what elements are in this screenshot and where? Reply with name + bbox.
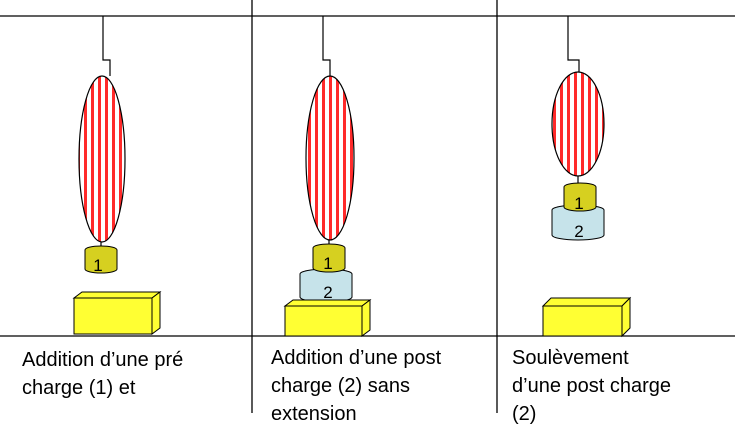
weight-1: 1 bbox=[563, 182, 597, 213]
weight-1: 1 bbox=[84, 245, 118, 275]
muscle-fiber bbox=[305, 75, 355, 241]
suspension-string bbox=[322, 16, 331, 76]
caption-line: charge (1) et bbox=[22, 377, 136, 399]
panel-3: 2 1 bbox=[541, 16, 632, 338]
caption-panel-1: Addition d’une pré charge (1) et bbox=[22, 346, 183, 402]
support-block bbox=[283, 299, 372, 337]
support-block bbox=[541, 296, 632, 338]
caption-panel-2: Addition d’une post charge (2) sans exte… bbox=[271, 344, 441, 428]
muscle-loading-diagram: 1 2 1 bbox=[0, 0, 735, 413]
muscle-fiber bbox=[551, 71, 605, 177]
caption-line: charge (2) sans bbox=[271, 375, 410, 397]
caption-line: (2) bbox=[512, 403, 537, 425]
weight-label: 1 bbox=[323, 254, 332, 273]
caption-line: d’une post charge bbox=[512, 375, 672, 397]
support-block bbox=[72, 291, 162, 335]
caption-line: Soulèvement bbox=[512, 347, 629, 369]
caption-line: Addition d’une pré bbox=[22, 349, 184, 371]
caption-line: extension bbox=[271, 403, 357, 425]
panel-2: 2 1 bbox=[283, 16, 372, 337]
panel-1: 1 bbox=[72, 16, 162, 335]
suspension-string bbox=[567, 16, 580, 72]
weight-2: 2 bbox=[299, 268, 353, 303]
weight-label: 1 bbox=[574, 194, 583, 213]
weight-1: 1 bbox=[312, 243, 346, 273]
weight-label: 2 bbox=[323, 283, 332, 302]
weight-label: 2 bbox=[574, 222, 583, 241]
caption-line: Addition d’une post bbox=[271, 347, 442, 369]
weight-label: 1 bbox=[93, 256, 102, 275]
caption-panel-3: Soulèvement d’une post charge (2) bbox=[512, 344, 671, 428]
muscle-fiber bbox=[78, 75, 126, 243]
suspension-string bbox=[102, 16, 111, 76]
